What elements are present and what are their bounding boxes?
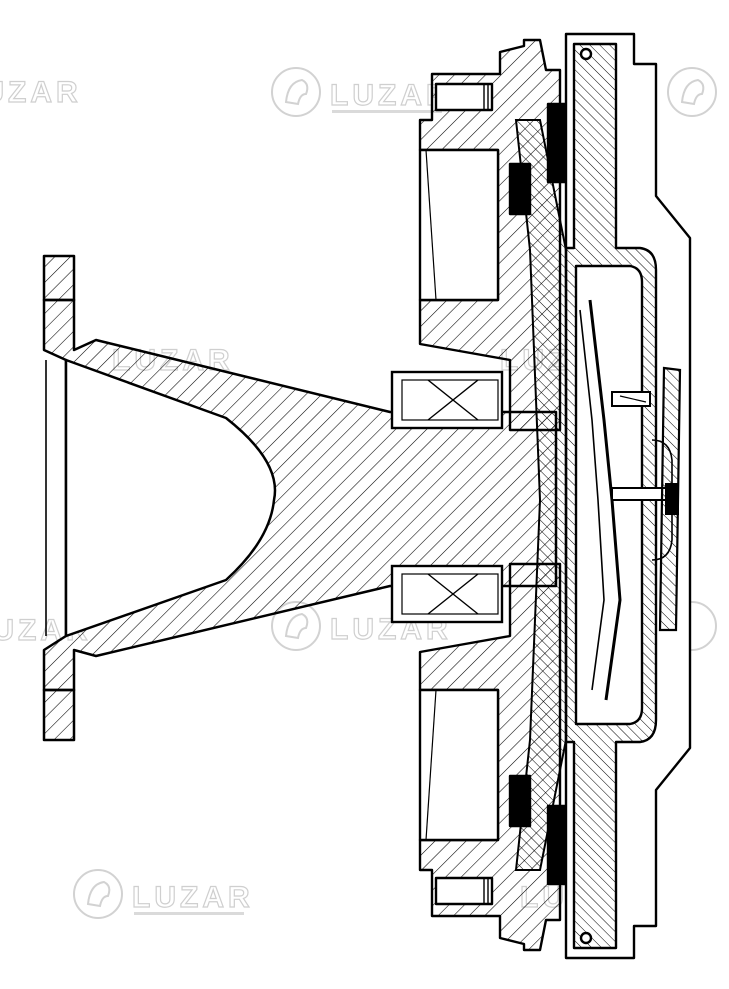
- bolt-lower: [434, 876, 494, 906]
- watermark-top-left: LUZAR: [0, 75, 82, 109]
- fin-cavity-lower: [418, 688, 500, 842]
- bearing-top: [390, 370, 504, 430]
- bimetal-clip: [665, 483, 679, 515]
- horse-head-logo-icon: [271, 67, 321, 117]
- screw-bottom-icon: [579, 931, 593, 945]
- horse-head-logo-icon: [667, 67, 717, 117]
- watermark-tagline-bar: [332, 110, 442, 113]
- bearings: [390, 370, 504, 624]
- watermark-tagline-bar: [134, 912, 244, 915]
- watermark-text: LUZAR: [330, 79, 452, 112]
- cone-cavity: [64, 358, 277, 638]
- drive-disc-body: [514, 119, 567, 871]
- valve-assembly: [579, 299, 682, 701]
- flange-lip-bottom: [42, 688, 76, 742]
- watermark-top-right: [667, 67, 717, 117]
- horse-head-logo-icon: [284, 78, 309, 106]
- watermark-text: LUZAR: [132, 881, 254, 914]
- horse-head-logo-icon: [86, 880, 111, 908]
- bearing-bottom: [390, 564, 504, 624]
- fluid-chamber: [574, 264, 644, 726]
- fin-cavity-upper: [418, 148, 500, 302]
- watermark-bottom-left: LUZAR: [73, 869, 254, 919]
- horse-head-logo-icon: [73, 869, 123, 919]
- pulley-hub: [42, 254, 558, 742]
- watermark-text: LUZAR: [0, 76, 82, 109]
- watermark-top-center: LUZAR: [271, 67, 452, 117]
- horse-head-logo-icon: [284, 612, 309, 640]
- bolt-upper: [434, 82, 494, 112]
- horse-head-logo-icon: [680, 78, 705, 106]
- valve-plate-inner: [579, 309, 605, 691]
- flange-lip-top: [42, 254, 76, 302]
- drive-disc: [514, 119, 567, 871]
- shaft: [510, 412, 560, 586]
- screw-top-icon: [579, 47, 593, 61]
